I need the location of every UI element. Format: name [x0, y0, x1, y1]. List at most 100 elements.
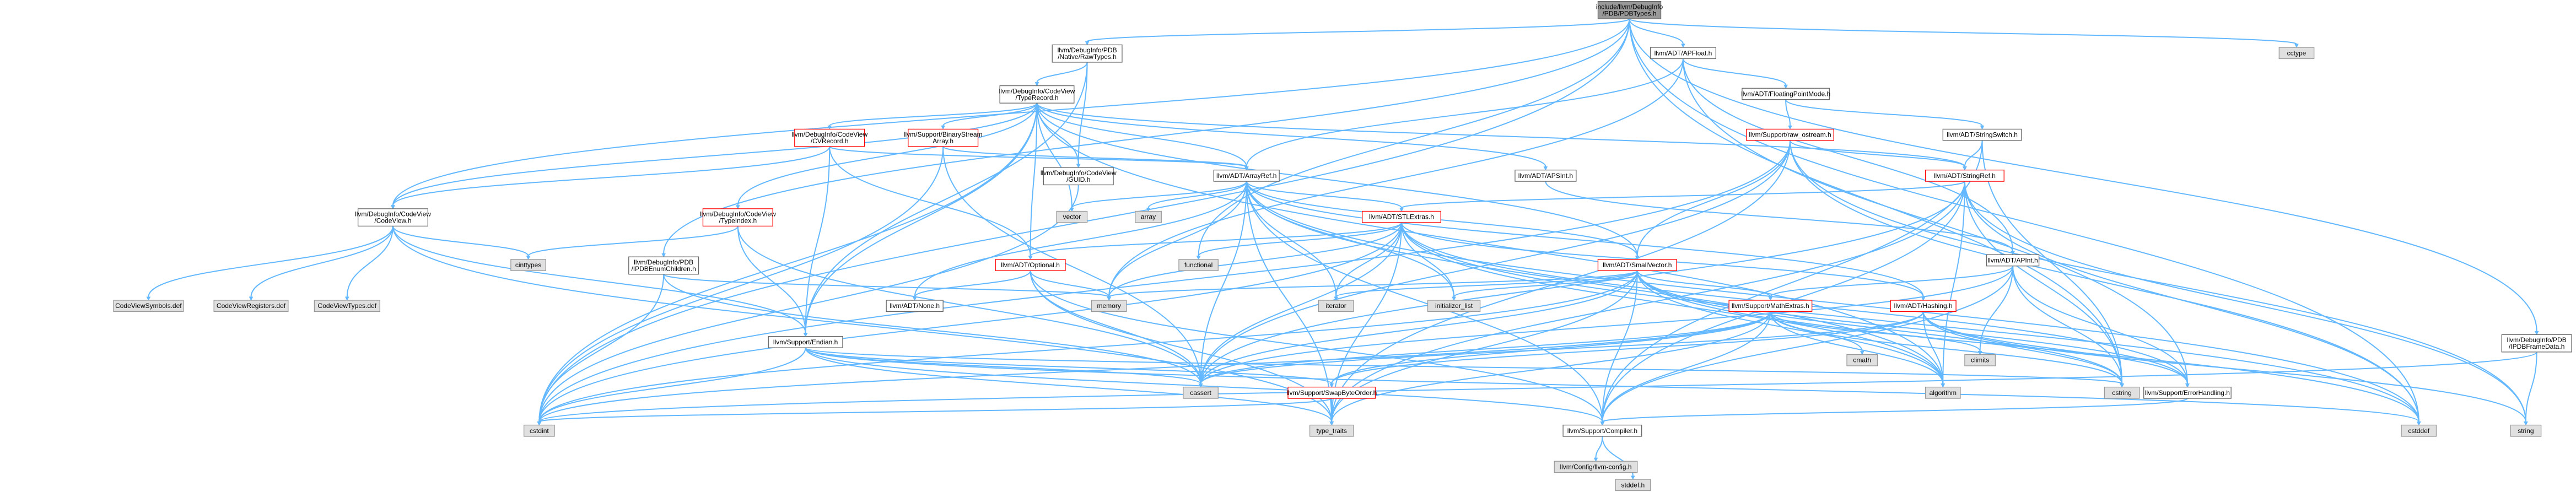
- edge-swapbyteorder-cstdint: [538, 398, 1333, 423]
- edge-cvrecord-codeview: [392, 146, 831, 206]
- edge-arrowhead: [2185, 383, 2190, 388]
- node-cstddef[interactable]: cstddef: [2401, 424, 2437, 437]
- node-box: [213, 300, 289, 312]
- node-guid[interactable]: llvm/DebugInfo/CodeView/GUID.h: [1041, 167, 1117, 186]
- edge-typerecord-binarystream: [942, 102, 1038, 126]
- edge-fpmode-stringswitch: [1785, 99, 1983, 127]
- node-cvregisters[interactable]: CodeViewRegisters.def: [213, 300, 289, 312]
- node-label: cstring: [2112, 389, 2131, 397]
- node-label: /IPDBEnumChildren.h: [631, 265, 696, 273]
- node-box: [1597, 259, 1677, 271]
- edge-arrowhead: [1076, 164, 1081, 169]
- node-cmath[interactable]: cmath: [1846, 354, 1878, 366]
- node-memory[interactable]: memory: [1091, 300, 1127, 312]
- node-vector[interactable]: vector: [1056, 210, 1088, 223]
- edge-optional-none: [914, 270, 1031, 298]
- node-cvrecord[interactable]: llvm/DebugInfo/CodeView/CVRecord.h: [791, 128, 867, 147]
- node-compiler[interactable]: llvm/Support/Compiler.h: [1562, 424, 1642, 437]
- edge-arrowhead: [537, 421, 542, 426]
- edge-stlextras-optional: [1030, 222, 1402, 257]
- node-none[interactable]: llvm/ADT/None.h: [886, 300, 944, 312]
- node-functional[interactable]: functional: [1178, 259, 1219, 271]
- node-box: [1742, 88, 1830, 100]
- node-fpmode[interactable]: llvm/ADT/FloatingPointMode.h: [1741, 88, 1830, 100]
- node-cstdint[interactable]: cstdint: [523, 424, 555, 437]
- node-string[interactable]: string: [2510, 424, 2542, 437]
- node-label: llvm/Support/MathExtras.h: [1732, 302, 1809, 310]
- node-llvmconfig[interactable]: llvm/Config/llvm-config.h: [1554, 461, 1638, 473]
- edge-arrowhead: [1452, 296, 1456, 301]
- node-codeview[interactable]: llvm/DebugInfo/CodeView/CodeView.h: [355, 208, 431, 227]
- node-typetraits[interactable]: type_traits: [1309, 424, 1354, 437]
- node-cvsymbols[interactable]: CodeViewSymbols.def: [113, 300, 184, 312]
- node-rawostream[interactable]: llvm/Support/raw_ostream.h: [1746, 128, 1834, 141]
- edge-rawostream-stringref: [1790, 140, 1965, 167]
- edge-stlextras-initlist: [1400, 222, 1455, 297]
- edge-root-functional: [1198, 19, 1630, 256]
- node-box: [1728, 300, 1813, 312]
- node-label: cstdint: [530, 427, 549, 435]
- node-label: /PDB/PDBTypes.h: [1602, 9, 1656, 17]
- node-label: llvm/Support/ErrorHandling.h: [2145, 389, 2230, 397]
- edge-arrowhead: [249, 296, 254, 301]
- node-box: [1427, 300, 1481, 312]
- edge-typerecord-smallvector: [1036, 103, 1638, 256]
- node-pdbframedata[interactable]: llvm/DebugInfo/PDB/IPDBFrameData.h: [2501, 334, 2572, 353]
- edge-hashing-cstring: [1922, 311, 2123, 384]
- edge-arrowhead: [827, 125, 832, 130]
- node-smallvector[interactable]: llvm/ADT/SmallVector.h: [1597, 259, 1677, 271]
- edge-mathextras-climits: [1770, 311, 1981, 352]
- node-label: climits: [1971, 356, 1989, 364]
- node-label: llvm/DebugInfo/PDB: [634, 258, 693, 266]
- edge-arrowhead: [1329, 383, 1334, 388]
- node-box: [2510, 424, 2542, 437]
- node-cctype[interactable]: cctype: [2278, 47, 2315, 60]
- edge-apfloat-apint: [1682, 58, 2014, 252]
- edge-optional-compiler: [1030, 271, 1603, 422]
- node-algorithm[interactable]: algorithm: [1925, 386, 1961, 399]
- node-errorhandling[interactable]: llvm/Support/ErrorHandling.h: [2143, 386, 2232, 399]
- node-arrayref[interactable]: llvm/ADT/ArrayRef.h: [1213, 169, 1280, 182]
- node-pdbchildren[interactable]: llvm/DebugInfo/PDB/IPDBEnumChildren.h: [628, 256, 699, 275]
- node-apsint[interactable]: llvm/ADT/APSInt.h: [1515, 169, 1577, 182]
- node-rawtypes[interactable]: llvm/DebugInfo/PDB/Native/RawTypes.h: [1052, 44, 1123, 63]
- node-apint[interactable]: llvm/ADT/APInt.h: [1986, 254, 2040, 267]
- node-apfloat[interactable]: llvm/ADT/APFloat.h: [1650, 47, 1717, 60]
- node-climits[interactable]: climits: [1964, 354, 1996, 366]
- edge-arrayref-initlist: [1246, 181, 1455, 297]
- edge-smallvector-errorhandling: [1636, 271, 2188, 384]
- node-stddef[interactable]: stddef.h: [1615, 479, 1651, 491]
- node-typerecord[interactable]: llvm/DebugInfo/CodeView/TypeRecord.h: [999, 85, 1075, 104]
- node-cstring[interactable]: cstring: [2104, 386, 2140, 399]
- node-box: [1650, 47, 1717, 60]
- edge-arrowhead: [2524, 421, 2528, 426]
- node-root[interactable]: include/llvm/DebugInfo/PDB/PDBTypes.h: [1596, 1, 1663, 19]
- node-cassert[interactable]: cassert: [1183, 386, 1219, 399]
- node-stringswitch[interactable]: llvm/ADT/StringSwitch.h: [1942, 128, 2022, 141]
- edge-root-cctype: [1629, 18, 2297, 45]
- node-box: [2501, 334, 2572, 353]
- edge-rawtypes-endian: [805, 62, 1088, 333]
- node-cvtypes[interactable]: CodeViewTypes.def: [314, 300, 380, 312]
- node-typeindex[interactable]: llvm/DebugInfo/CodeView/TypeIndex.h: [700, 208, 776, 227]
- edge-arrowhead: [1334, 296, 1338, 301]
- node-stringref[interactable]: llvm/ADT/StringRef.h: [1925, 169, 2004, 182]
- node-label: llvm/ADT/APInt.h: [1987, 257, 2038, 264]
- edge-apint-cstring: [2012, 266, 2123, 384]
- node-label: cmath: [1853, 356, 1871, 364]
- node-optional[interactable]: llvm/ADT/Optional.h: [995, 259, 1066, 271]
- node-cinttypes[interactable]: cinttypes: [510, 259, 546, 271]
- edge-apsint-apint: [1545, 181, 2014, 252]
- edge-arrowhead: [1244, 166, 1249, 171]
- node-initlist[interactable]: initializer_list: [1427, 300, 1481, 312]
- edge-smallvector-cstdint: [538, 271, 1638, 422]
- edge-arrowhead: [1543, 166, 1548, 171]
- node-array[interactable]: array: [1135, 210, 1162, 223]
- node-stlextras[interactable]: llvm/ADT/STLExtras.h: [1362, 210, 1441, 223]
- node-swapbyteorder[interactable]: llvm/Support/SwapByteOrder.h: [1286, 386, 1377, 399]
- node-iterator[interactable]: iterator: [1318, 300, 1354, 312]
- node-mathextras[interactable]: llvm/Support/MathExtras.h: [1728, 300, 1813, 312]
- node-endian[interactable]: llvm/Support/Endian.h: [768, 336, 843, 348]
- node-hashing[interactable]: llvm/ADT/Hashing.h: [1890, 300, 1957, 312]
